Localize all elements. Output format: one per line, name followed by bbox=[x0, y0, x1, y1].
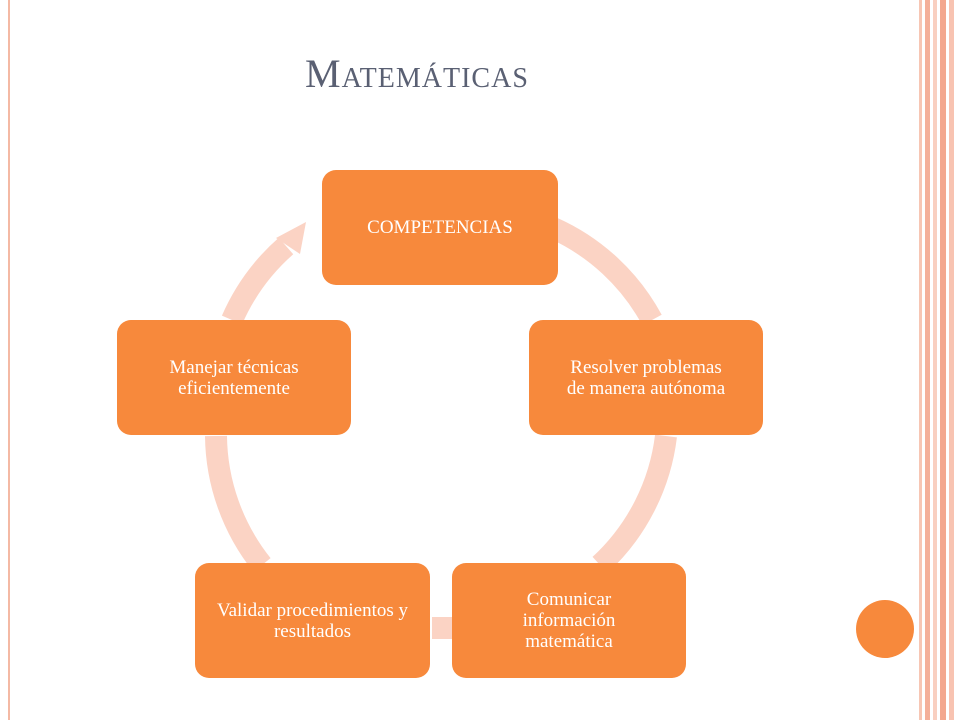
node-label: Manejar técnicas eficientemente bbox=[169, 356, 299, 399]
node-label: Comunicar información matemática bbox=[522, 589, 616, 652]
cycle-arc bbox=[548, 217, 662, 326]
node-manejar-tecnicas: Manejar técnicas eficientemente bbox=[117, 320, 351, 435]
node-label: COMPETENCIAS bbox=[367, 217, 513, 238]
cycle-arc bbox=[592, 434, 677, 574]
slide-right-stripe bbox=[949, 0, 954, 720]
decorative-circle bbox=[856, 600, 914, 658]
cycle-arrowhead bbox=[276, 222, 306, 254]
node-comunicar-informacion: Comunicar información matemática bbox=[452, 563, 686, 678]
slide-title: Matemáticas bbox=[305, 51, 529, 96]
node-competencias: COMPETENCIAS bbox=[322, 170, 558, 285]
node-label: Resolver problemas de manera autónoma bbox=[566, 356, 726, 399]
slide-right-stripe bbox=[940, 0, 946, 720]
cycle-arc bbox=[205, 435, 271, 572]
slide-right-stripe bbox=[925, 0, 930, 720]
node-label: Validar procedimientos y resultados bbox=[216, 599, 408, 642]
slide-right-stripe bbox=[933, 0, 937, 720]
cycle-arc bbox=[221, 237, 294, 325]
slide-left-border bbox=[8, 0, 10, 720]
node-validar-procedimientos: Validar procedimientos y resultados bbox=[195, 563, 430, 678]
node-resolver-problemas: Resolver problemas de manera autónoma bbox=[529, 320, 763, 435]
slide-right-stripe bbox=[919, 0, 922, 720]
